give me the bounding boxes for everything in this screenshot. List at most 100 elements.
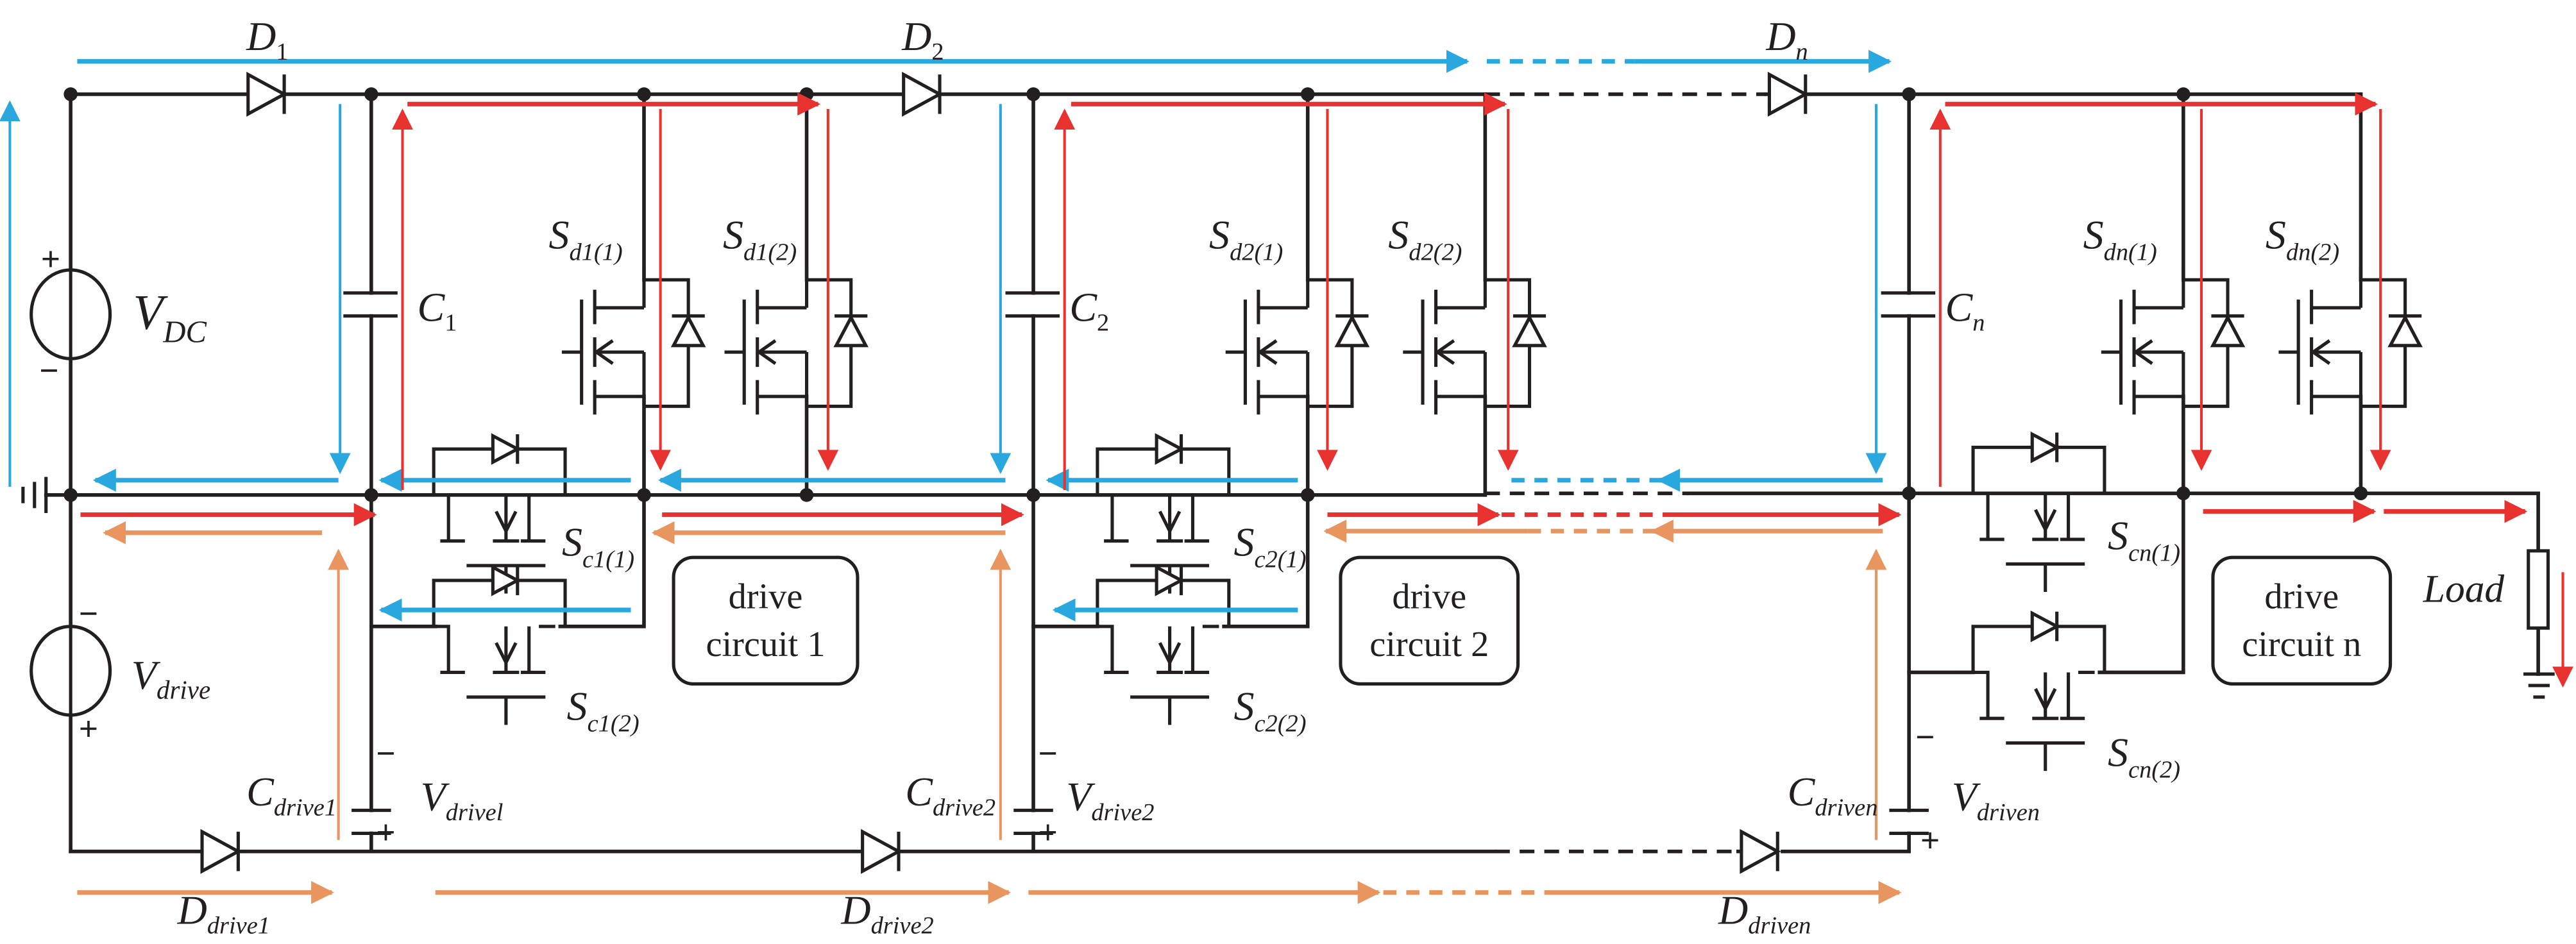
vdriven-minus-sign: − — [1915, 718, 1935, 755]
vdrive1-minus-sign: − — [377, 735, 396, 771]
diode-ddrive2-icon — [863, 832, 899, 871]
label-sd1-1: Sd1(1) — [548, 212, 622, 266]
label-sc1-1: Sc1(1) — [562, 519, 634, 573]
mosfet-sc1-1-icon — [416, 434, 565, 593]
capacitor-cdriven-icon — [1889, 809, 1929, 836]
label-cdriven: Cdriven — [1788, 769, 1878, 821]
mosfet-sd1-1-icon — [562, 267, 705, 415]
label-sd2-1: Sd2(1) — [1209, 212, 1283, 266]
label-d2: D2 — [901, 13, 944, 65]
drive-circuit-1-line1: drive — [729, 577, 803, 617]
junction-node — [637, 488, 651, 502]
mosfet-sc2-2-icon — [1080, 566, 1229, 725]
capacitor-cn-icon — [1881, 291, 1936, 318]
junction-node — [799, 87, 814, 101]
vdrive1-plus-sign: + — [377, 814, 396, 850]
ground-left-icon — [21, 476, 71, 514]
mosfet-scn-1-icon — [1955, 433, 2105, 592]
mosfet-sc1-2-icon — [416, 566, 565, 725]
junction-node — [1300, 488, 1315, 502]
capacitor-cdrive2-icon — [1013, 809, 1053, 836]
mosfet-scn-2-icon — [1955, 612, 2105, 771]
label-ddrive1: Ddrive1 — [177, 887, 270, 939]
label-cn: Cn — [1945, 284, 1985, 336]
vdrive-source-icon — [30, 625, 112, 717]
junction-node — [1026, 488, 1040, 502]
label-c2: C2 — [1069, 284, 1109, 336]
drive-circuit-n-line2: circuit n — [2242, 625, 2361, 664]
label-vdriven: Vdriven — [1952, 774, 2040, 826]
vdrive-minus-sign: − — [79, 595, 98, 632]
drive-circuit-n-line1: drive — [2264, 577, 2339, 617]
diode-d1-icon — [248, 74, 284, 114]
junction-node — [364, 87, 378, 101]
junction-node — [2176, 486, 2190, 501]
label-c1: C1 — [418, 284, 457, 336]
label-sc1-2: Sc1(2) — [567, 684, 640, 738]
label-vdrive: Vdrive — [131, 652, 210, 704]
diode-ddriven-icon — [1741, 832, 1777, 871]
label-vdc: VDC — [133, 285, 207, 349]
load-resistor-icon — [2527, 549, 2550, 630]
mosfet-sd2-1-icon — [1226, 267, 1369, 415]
label-sd1-2: Sd1(2) — [723, 212, 797, 266]
junction-node — [637, 87, 651, 101]
junction-node — [2176, 87, 2190, 101]
label-d1: D1 — [246, 13, 288, 65]
ground-right-icon — [2523, 672, 2555, 699]
junction-nodes — [64, 87, 2368, 502]
mosfet-sd2-2-icon — [1403, 267, 1546, 415]
drive-circuit-2-line2: circuit 2 — [1369, 625, 1489, 664]
label-cdrive1: Cdrive1 — [246, 769, 337, 821]
drive-circuit-2-line1: drive — [1392, 577, 1466, 617]
label-scn-1: Scn(1) — [2108, 512, 2180, 566]
drive-circuit-n: drive circuit n — [2211, 555, 2393, 686]
label-ddrive2: Ddrive2 — [840, 887, 933, 939]
junction-node — [799, 488, 814, 502]
capacitor-c2-icon — [1005, 291, 1060, 318]
label-scn-2: Scn(2) — [2108, 729, 2180, 783]
label-cdrive2: Cdrive2 — [905, 769, 996, 821]
vdc-minus-sign: − — [39, 352, 58, 389]
label-sc2-1: Sc2(1) — [1233, 519, 1306, 573]
label-vdrive2: Vdrive2 — [1066, 774, 1154, 826]
junction-node — [1902, 87, 1916, 101]
diode-d2-icon — [904, 74, 940, 114]
label-sdn-1: Sdn(1) — [2083, 212, 2157, 266]
wiring — [44, 92, 2540, 854]
vdriven-plus-sign: + — [1920, 822, 1940, 859]
junction-node — [1300, 87, 1315, 101]
vdc-plus-sign: + — [41, 240, 60, 277]
label-ddriven: Ddriven — [1718, 887, 1811, 939]
junction-node — [64, 87, 78, 101]
junction-node — [1902, 486, 1916, 501]
drive-circuit-2: drive circuit 2 — [1339, 555, 1520, 686]
vdrive2-plus-sign: + — [1038, 814, 1058, 850]
current-path-blue — [0, 49, 1892, 622]
vdrive-plus-sign: + — [79, 710, 98, 746]
vdc-source-icon — [30, 268, 112, 360]
current-path-red — [80, 92, 2573, 688]
mosfet-sc2-1-icon — [1080, 434, 1229, 593]
junction-node — [364, 488, 378, 502]
junction-node — [1026, 87, 1040, 101]
diode-dn-icon — [1769, 74, 1805, 114]
label-sdn-2: Sdn(2) — [2266, 212, 2339, 266]
label-sd2-2: Sd2(2) — [1388, 212, 1462, 266]
label-dn: Dn — [1765, 13, 1808, 65]
mosfet-sdn-2-icon — [2278, 267, 2421, 415]
drive-circuit-1: drive circuit 1 — [672, 555, 860, 686]
current-path-orange — [77, 519, 1902, 904]
label-vdrive1: Vdrivel — [421, 774, 504, 826]
junction-node — [2353, 486, 2368, 501]
label-sc2-2: Sc2(2) — [1233, 684, 1306, 738]
vdrive2-minus-sign: − — [1038, 735, 1058, 771]
mosfet-sdn-1-icon — [2101, 267, 2244, 415]
drive-circuit-1-line2: circuit 1 — [706, 625, 825, 664]
capacitor-c1-icon — [343, 291, 398, 318]
diode-ddrive1-icon — [202, 832, 238, 871]
capacitor-cdrive1-icon — [352, 809, 391, 836]
mosfet-sd1-2-icon — [725, 267, 868, 415]
label-load: Load — [2423, 567, 2505, 611]
